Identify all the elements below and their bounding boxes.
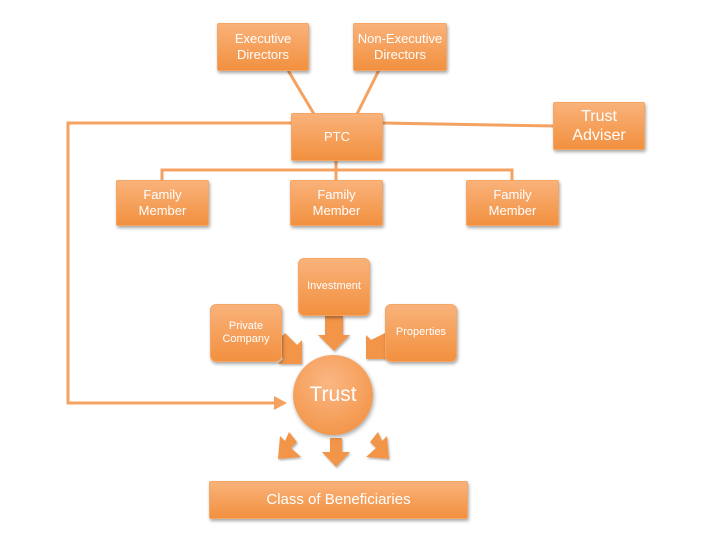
properties-box: Properties [385,304,457,362]
trust-circle: Trust [293,355,373,435]
connector-ptc-to-trust-arrowhead [274,396,287,410]
arrow-investment-to-trust [318,316,350,351]
arrow-trust-to-beneficiaries-right [366,432,389,459]
executive-directors-box: Executive Directors [217,23,309,71]
ptc-box: PTC [291,113,383,161]
trust-adviser-box: Trust Adviser [553,102,645,150]
family-member-box-3: Family Member [466,180,559,226]
investment-box: Investment [298,258,370,316]
connector-ptc-to-trust-adviser [381,121,555,128]
private-company-box: Private Company [210,304,282,362]
non-executive-directors-box: Non-Executive Directors [353,23,447,71]
family-member-box-1: Family Member [116,180,209,226]
connector-executive-to-ptc [286,69,317,117]
connector-nonexecutive-to-ptc [354,69,381,117]
family-member-box-2: Family Member [290,180,383,226]
arrow-trust-to-beneficiaries-center [322,438,350,467]
connector-ptc-to-trust [66,121,293,405]
class-of-beneficiaries-box: Class of Beneficiaries [209,481,468,519]
arrow-trust-to-beneficiaries-left [278,432,301,459]
